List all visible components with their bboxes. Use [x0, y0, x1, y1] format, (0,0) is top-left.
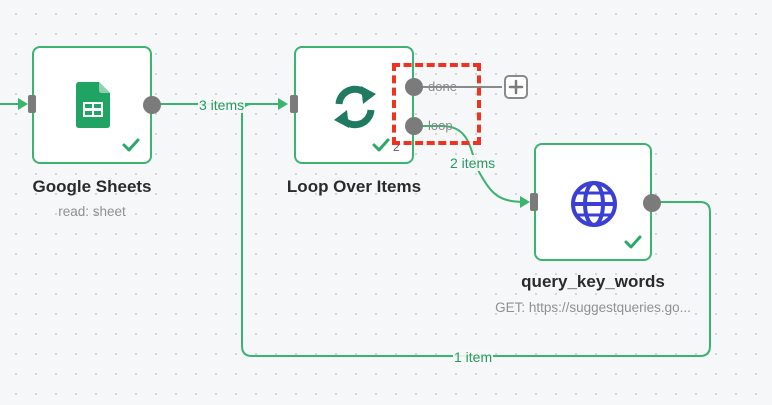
highlight-box	[392, 63, 481, 145]
node-title-query-key-words: query_key_words	[521, 272, 665, 291]
node-query-key-words[interactable]	[534, 143, 652, 261]
plus-icon	[508, 79, 524, 95]
node-google-sheets[interactable]	[32, 46, 152, 164]
sheets-icon	[76, 82, 110, 128]
edge-label-query-to-loop: 1 item	[453, 349, 494, 365]
add-node-button[interactable]	[504, 75, 528, 99]
loop-icon	[334, 85, 376, 129]
port-label-done: done	[428, 79, 457, 94]
sheets-input-handle[interactable]	[28, 95, 36, 113]
edge-label-sheets-to-loop: 3 items	[198, 97, 246, 113]
port-label-loop: loop	[428, 118, 453, 133]
loop-done-handle[interactable]	[405, 78, 423, 96]
edge-label-loop-to-query: 2 items	[449, 155, 497, 171]
node-title-loop-over-items: Loop Over Items	[286, 177, 422, 196]
query-input-handle[interactable]	[530, 193, 538, 211]
node-subtitle-google-sheets: read: sheet	[58, 204, 126, 219]
success-check-icon	[624, 235, 642, 249]
loop-input-handle[interactable]	[290, 95, 298, 113]
success-check-icon	[372, 138, 390, 152]
edge-loop-to-query-arrow	[520, 196, 530, 208]
query-output-handle[interactable]	[643, 194, 661, 212]
node-subtitle-query-key-words: GET: https://suggestqueries.go...	[495, 300, 691, 315]
success-check-icon	[122, 138, 140, 152]
loop-loop-handle[interactable]	[405, 117, 423, 135]
node-title-google-sheets: Google Sheets	[32, 177, 152, 196]
sheets-output-handle[interactable]	[143, 96, 161, 114]
run-count-badge: 2	[393, 140, 400, 154]
edge-incoming-arrow	[18, 98, 28, 110]
globe-icon	[571, 181, 617, 227]
